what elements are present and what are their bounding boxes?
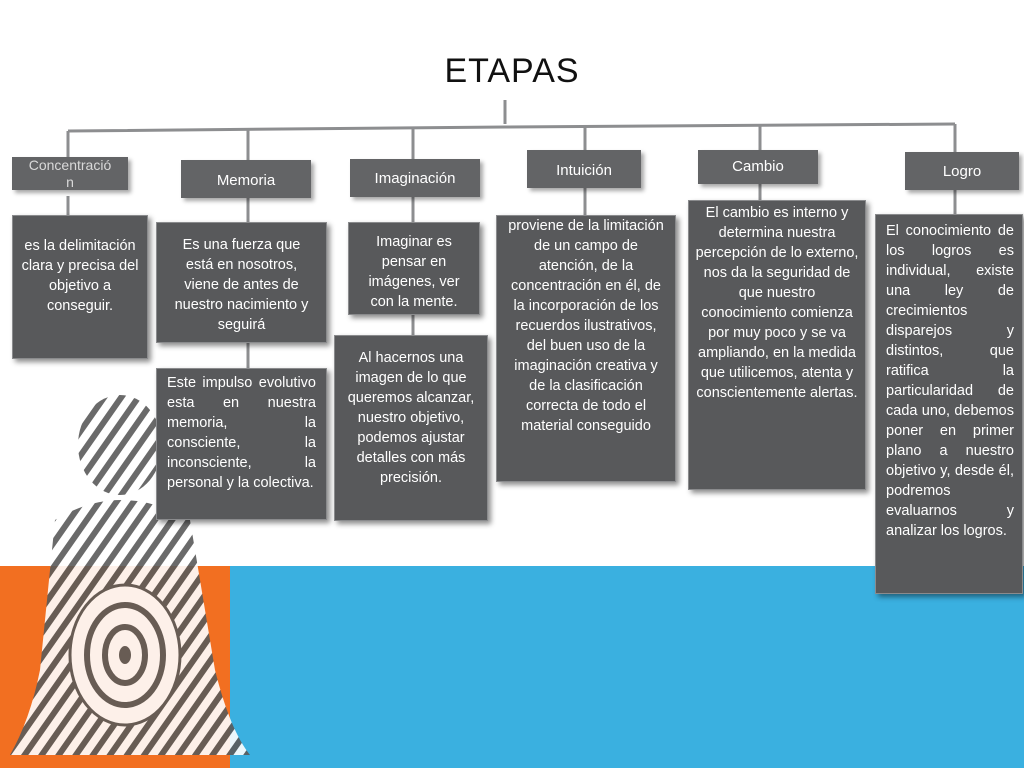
memoria-detail: Este impulso evolutivo esta en nuestra m… xyxy=(156,368,327,520)
meditating-figure-illustration xyxy=(10,395,250,755)
imaginacion-description: Imaginar es pensar en imágenes, ver con … xyxy=(348,222,480,315)
memoria-description: Es una fuerza que está en nosotros, vien… xyxy=(156,222,327,343)
imaginacion-detail: Al hacernos una imagen de lo que queremo… xyxy=(334,335,488,521)
logro-description: El conocimiento de los logros es individ… xyxy=(875,214,1023,594)
blue-band xyxy=(230,566,1024,768)
concentracion-description: es la delimitación clara y precisa del o… xyxy=(12,215,148,359)
intuicion-description: proviene de la limitación de un campo de… xyxy=(496,215,676,482)
page-title: ETAPAS xyxy=(444,52,580,90)
stage-header-memoria: Memoria xyxy=(181,160,311,198)
stage-header-concentracion: Concentració n xyxy=(12,157,128,190)
stage-header-intuicion: Intuición xyxy=(527,150,641,188)
stage-header-cambio: Cambio xyxy=(698,150,818,184)
stage-header-logro: Logro xyxy=(905,152,1019,190)
cambio-description: El cambio es interno y determina nuestra… xyxy=(688,200,866,490)
stage-header-imaginacion: Imaginación xyxy=(350,159,480,197)
